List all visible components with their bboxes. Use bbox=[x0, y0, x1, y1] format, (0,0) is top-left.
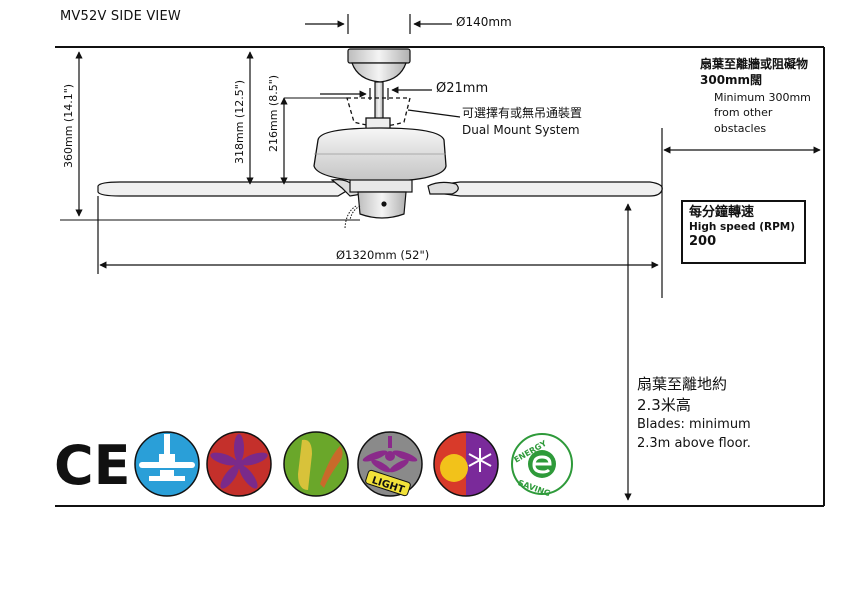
light-kit-fan-icon: LIGHT bbox=[357, 431, 423, 497]
floor-clearance-label-en: Blades: minimum 2.3m above floor. bbox=[637, 417, 751, 451]
blade-span-dimension bbox=[97, 196, 659, 274]
height-318-label: 318mm (12.5") bbox=[233, 79, 246, 164]
blade-span-label: Ø1320mm (52") bbox=[336, 248, 430, 262]
blades bbox=[97, 179, 663, 197]
wood-blade-finish-icon bbox=[283, 431, 349, 497]
right-blade bbox=[429, 181, 663, 197]
snowflake-icon bbox=[468, 448, 492, 472]
summer-winter-season-icon bbox=[433, 431, 499, 497]
energy-saving-icon: ENERGY SAVING bbox=[511, 433, 573, 498]
floor-clearance-label-zh: 扇葉至離地約 2.3米高 bbox=[637, 374, 727, 416]
dual-mount-leader bbox=[407, 109, 461, 118]
mount-diameter-label: Ø140mm bbox=[456, 15, 512, 29]
dual-mount-label-en: Dual Mount System bbox=[462, 123, 580, 137]
rod-diameter-arrows bbox=[320, 86, 432, 100]
wall-clearance-label-en: Minimum 300mm from other obstacles bbox=[714, 91, 811, 135]
five-blade-fan-icon bbox=[206, 431, 272, 497]
ce-mark-icon: CE bbox=[54, 434, 131, 497]
dual-mount-outline bbox=[346, 97, 411, 127]
wall-clearance-label-zh: 扇葉至離牆或阻礙物300mm闊 bbox=[700, 57, 809, 88]
floor-clearance-zh-line2: 2.3米高 bbox=[637, 396, 691, 414]
canopy bbox=[347, 48, 411, 83]
rpm-box: 每分鐘轉速 High speed (RPM) 200 bbox=[681, 200, 806, 264]
height-216-label: 216mm (8.5") bbox=[267, 74, 280, 152]
switch-housing bbox=[349, 179, 413, 219]
ce-mark-text: CE bbox=[54, 434, 131, 497]
room-frame bbox=[55, 46, 825, 507]
motor-housing bbox=[313, 117, 447, 183]
ceiling-fan-mount-icon bbox=[134, 431, 200, 497]
downrod-diameter-label: Ø21mm bbox=[436, 81, 489, 96]
model-title: MV52V SIDE VIEW bbox=[60, 9, 181, 24]
left-blade bbox=[97, 181, 350, 197]
rpm-label-zh: 每分鐘轉速 bbox=[689, 205, 755, 220]
floor-clearance-zh-line1: 扇葉至離地約 bbox=[637, 375, 728, 393]
mount-diameter-arrows bbox=[305, 14, 452, 34]
height-360-label: 360mm (14.1") bbox=[62, 83, 75, 168]
right-blade-arm bbox=[427, 181, 459, 195]
rpm-label-en: High speed (RPM) bbox=[689, 220, 796, 233]
feature-icons: CE bbox=[54, 431, 573, 498]
height-dimension-lines bbox=[60, 51, 360, 221]
wall-clearance-dimension bbox=[661, 128, 821, 298]
rpm-value: 200 bbox=[689, 234, 717, 250]
pull-chain bbox=[344, 205, 361, 229]
dual-mount-label-zh: 可選擇有或無吊通裝置 bbox=[462, 106, 583, 120]
